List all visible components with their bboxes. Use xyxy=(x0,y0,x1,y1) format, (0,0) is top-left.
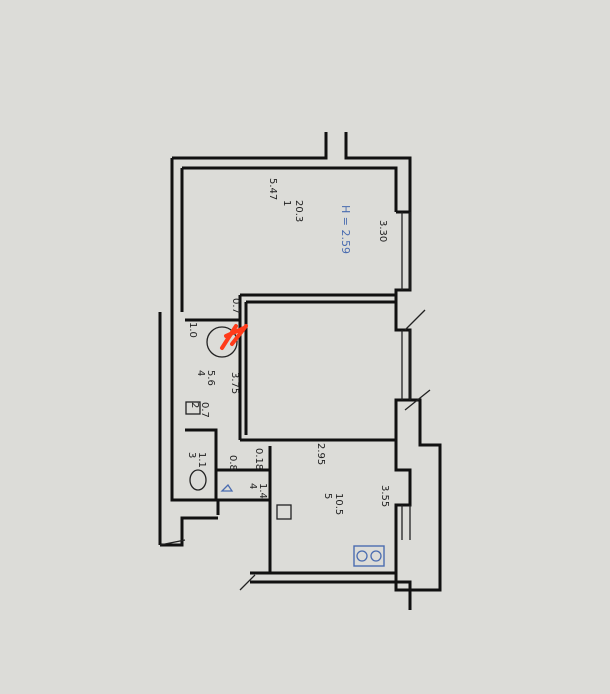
room-6-area: 1.4 xyxy=(257,483,268,499)
dim-small-a: 0.8 xyxy=(227,455,238,471)
sink xyxy=(185,401,201,415)
room-1-area: 20.3 xyxy=(293,200,304,222)
dim-corridor: 3.75 xyxy=(229,372,240,394)
walls xyxy=(158,132,442,610)
room-4-area: 5.6 xyxy=(205,370,216,386)
room-6-number: 4 xyxy=(247,483,258,489)
dim-niche-a: 0.7 xyxy=(230,298,241,314)
dim-niche-b: 1.0 xyxy=(187,322,198,338)
dim-room1-depth: 3.30 xyxy=(377,220,388,242)
dim-small-b: 0.18 xyxy=(253,448,264,470)
room-2-area: 0.7 xyxy=(199,402,210,418)
room-2-number: 2 xyxy=(189,402,200,408)
toilet-icon xyxy=(189,469,207,491)
hob-icon xyxy=(353,545,385,567)
room-1-number: 1 xyxy=(281,200,292,206)
ceiling-height: H = 2.59 xyxy=(339,205,352,254)
fixtures xyxy=(159,309,431,591)
dim-room5-width: 2.95 xyxy=(315,443,326,465)
stove-circle xyxy=(206,326,238,358)
room-4-number: 4 xyxy=(195,370,206,376)
dim-room1-width: 5.47 xyxy=(267,178,278,200)
room-3-number: 3 xyxy=(186,452,197,458)
room-5-number: 5 xyxy=(322,493,333,499)
shower-icon xyxy=(220,483,234,492)
radiator xyxy=(276,504,292,520)
room-5-area: 10.5 xyxy=(333,493,344,515)
marker-annotation xyxy=(220,324,248,350)
dim-room5-depth: 3.55 xyxy=(379,485,390,507)
room-3-area: 1.1 xyxy=(196,452,207,468)
